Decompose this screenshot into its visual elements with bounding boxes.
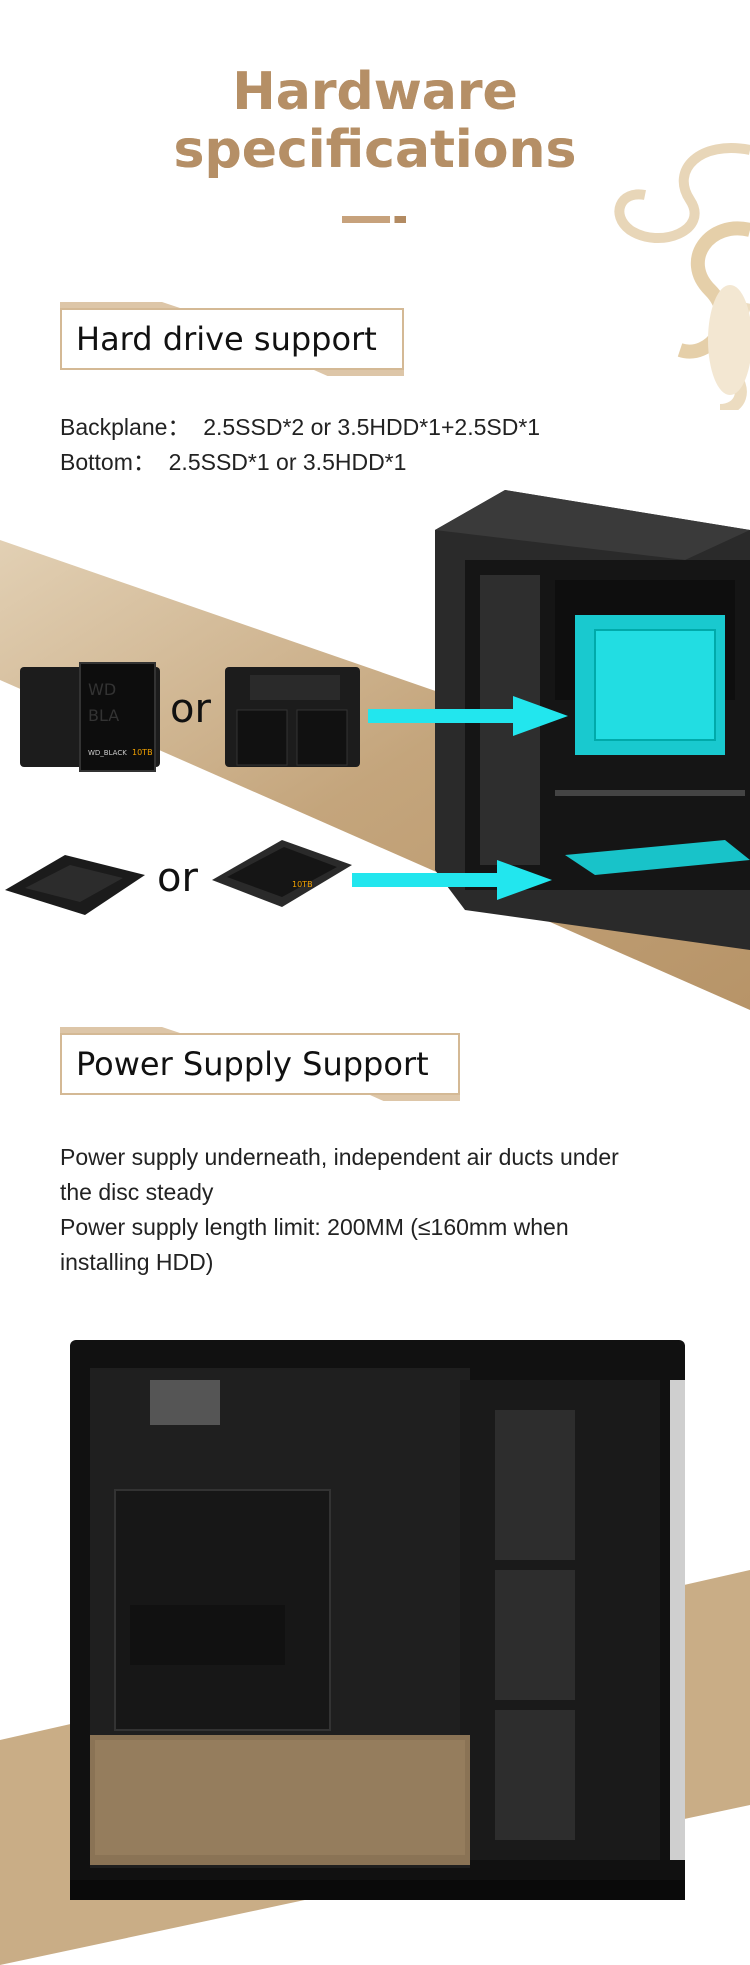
cyan-arrow-upper (368, 696, 568, 736)
ssd-tray-image (5, 855, 145, 915)
hdd-tray-image: 10TB (212, 840, 352, 907)
hard-drive-heading: Hard drive support (76, 320, 377, 358)
dual-ssd-bracket-image (225, 667, 360, 767)
psu-desc-line4: installing HDD) (60, 1249, 214, 1275)
psu-heading: Power Supply Support (76, 1045, 429, 1083)
hdd-size-label: 10TB (132, 748, 153, 757)
hdd-brand-label: WD_BLACK (88, 749, 127, 757)
hdd-with-ssd-bracket-image: WD BLA WD_BLACK 10TB (20, 662, 160, 772)
cyan-arrow-lower (352, 860, 552, 900)
svg-text:10TB: 10TB (292, 880, 313, 889)
or-label-1: or (170, 686, 211, 732)
psu-desc-line3: Power supply length limit: 200MM (≤160mm… (60, 1214, 569, 1240)
psu-heading-frame: Power Supply Support (60, 1033, 460, 1095)
hard-drive-heading-frame: Hard drive support (60, 308, 404, 370)
psu-desc-line1: Power supply underneath, independent air… (60, 1144, 619, 1170)
psu-desc-line2: the disc steady (60, 1179, 214, 1205)
svg-text:BLA: BLA (88, 706, 119, 725)
or-label-2: or (157, 855, 198, 901)
backplane-spec: Backplane： 2.5SSD*2 or 3.5HDD*1+2.5SD*1 (60, 414, 541, 440)
page-title-line2: specifications (0, 122, 750, 178)
bottom-spec: Bottom： 2.5SSD*1 or 3.5HDD*1 (60, 449, 407, 475)
title-divider (342, 216, 406, 223)
pc-case-side-image (70, 1340, 685, 1900)
gold-swirl-decoration (614, 143, 750, 410)
svg-text:WD: WD (88, 680, 116, 699)
page-title-line1: Hardware (0, 64, 750, 120)
